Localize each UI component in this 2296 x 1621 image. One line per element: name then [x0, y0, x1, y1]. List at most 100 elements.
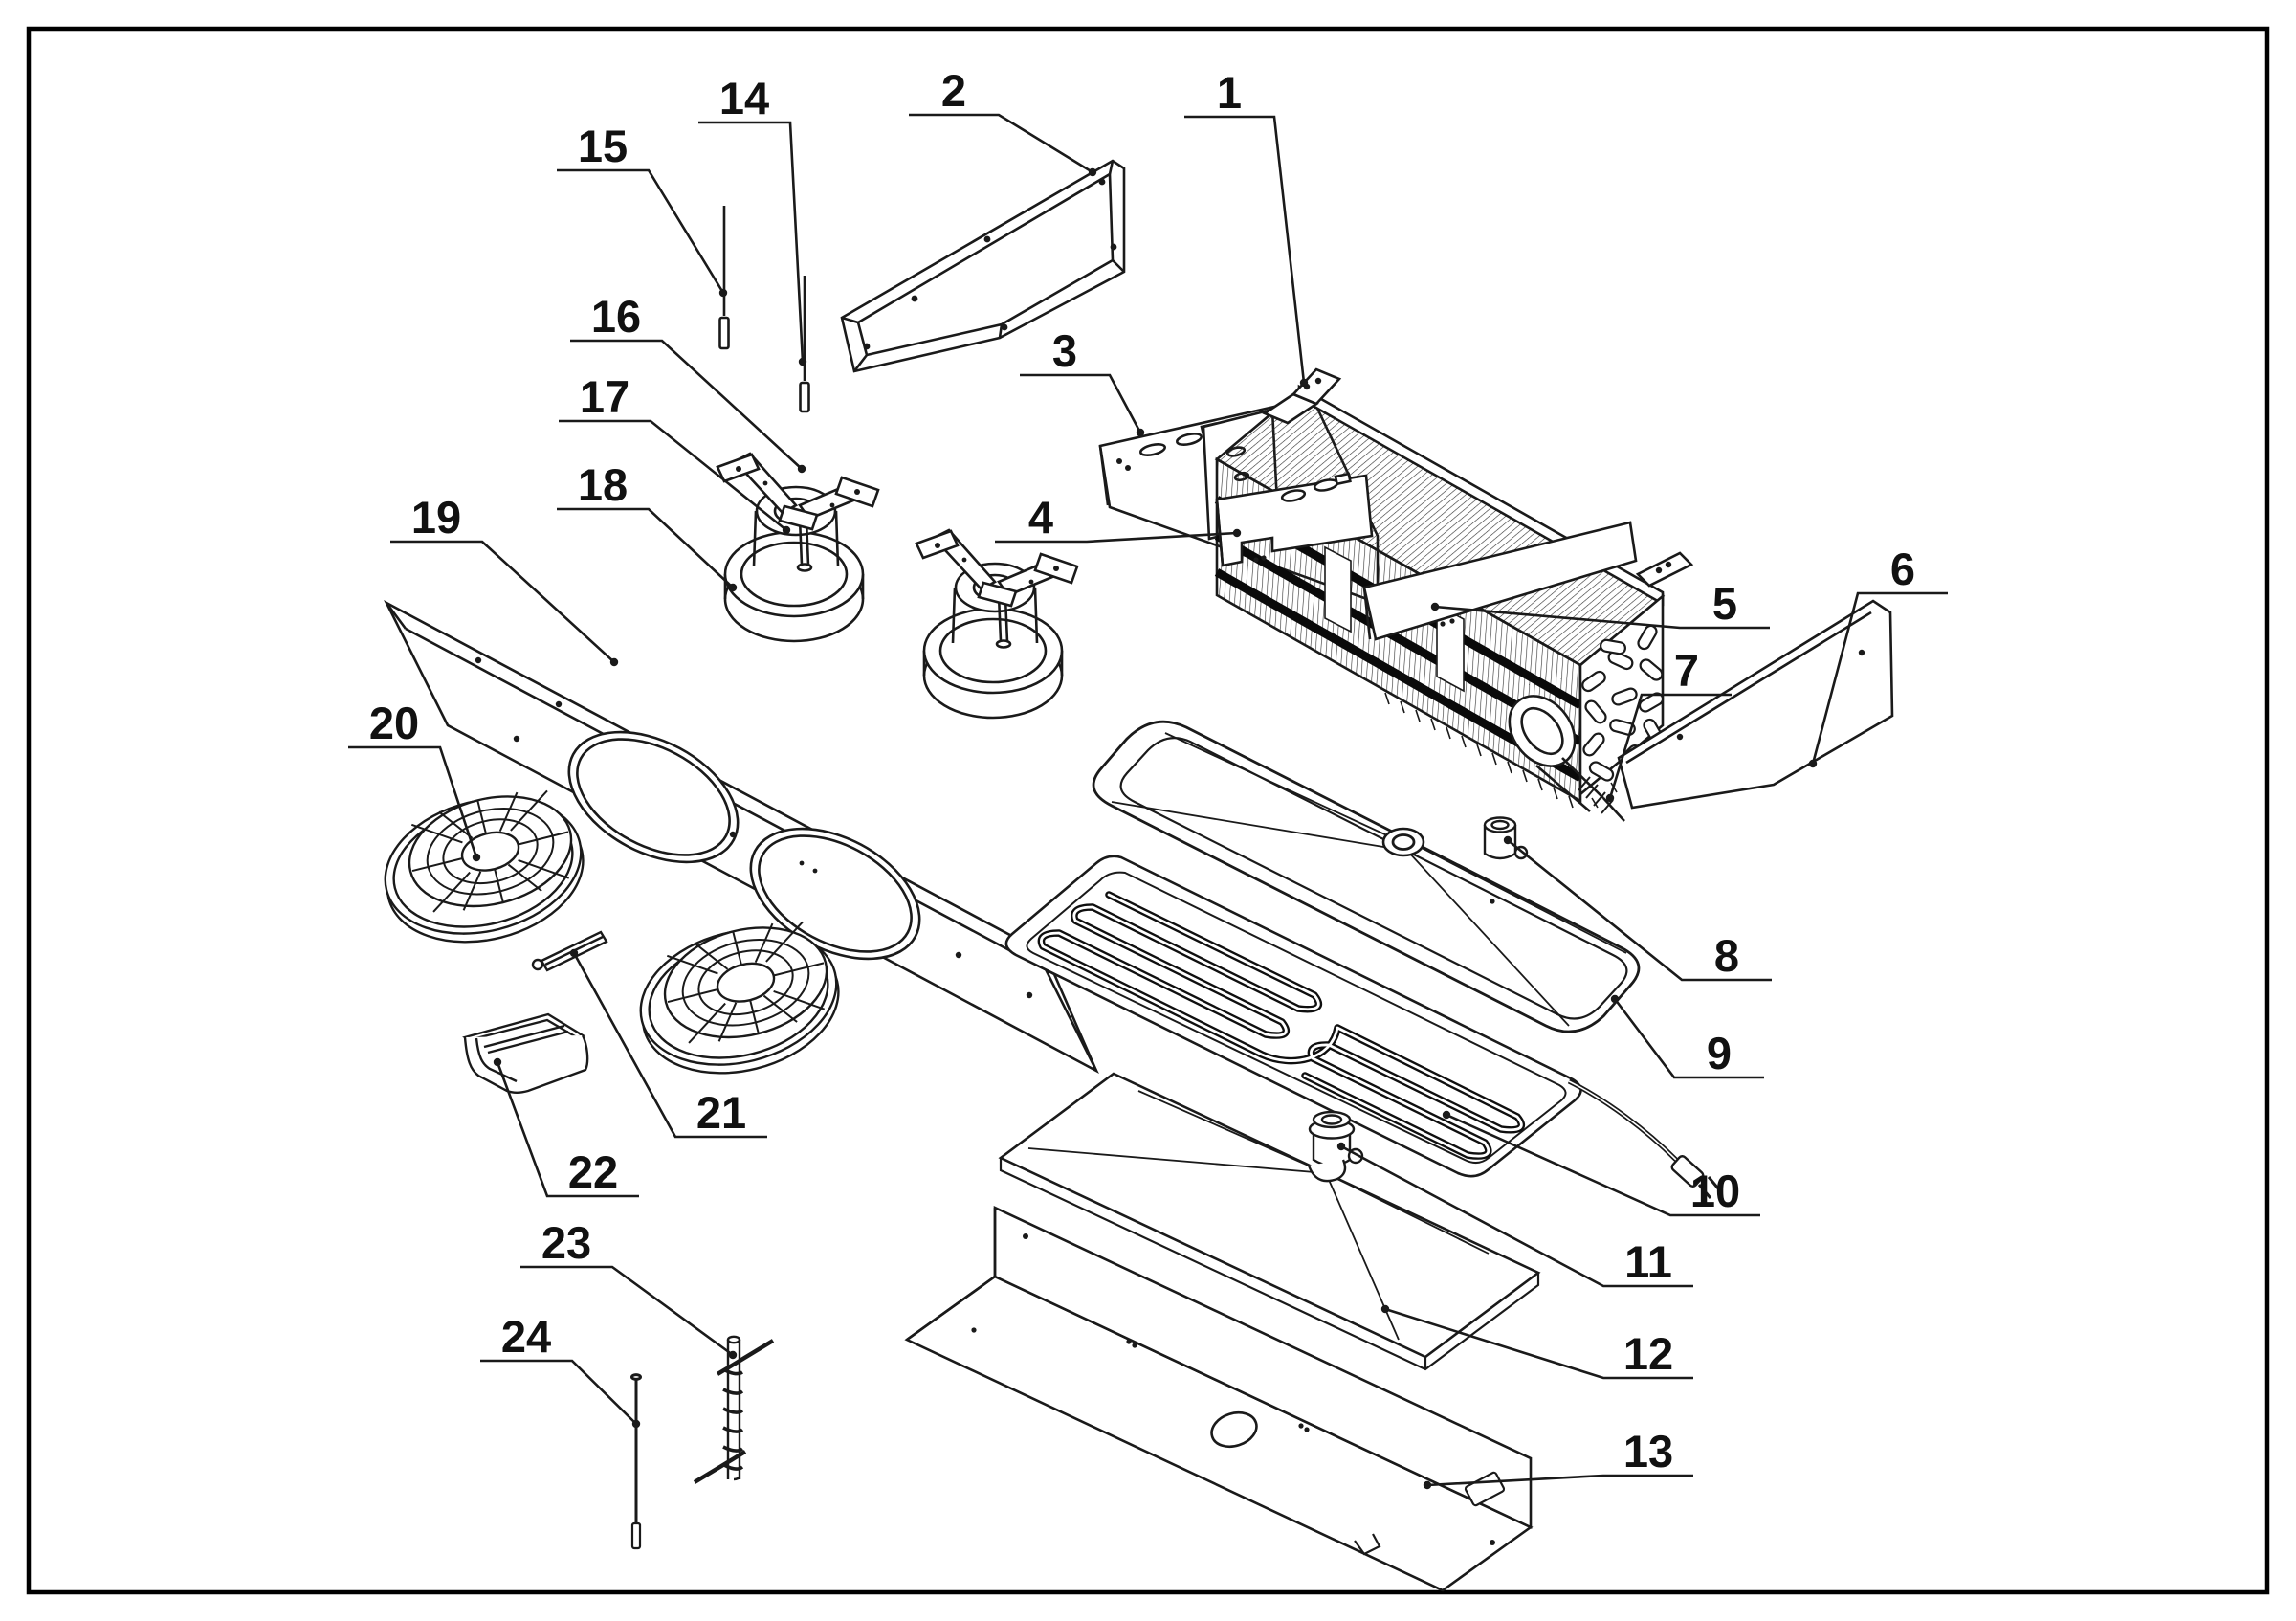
callout-dot: [1442, 1110, 1451, 1120]
callout-number: 21: [696, 1087, 746, 1138]
callout-leader: [520, 1265, 734, 1357]
part-19-louver-panel: [384, 599, 1099, 1075]
callout-dot: [631, 1419, 641, 1429]
callout-number: 16: [591, 291, 641, 342]
callout-leader: [1811, 591, 1948, 765]
callout-dot: [1232, 528, 1242, 538]
part-4-front-divider-panel: [1215, 472, 1374, 567]
callout-leader: [1020, 373, 1142, 433]
callout-number: 13: [1623, 1426, 1673, 1477]
callout-number: 8: [1714, 930, 1739, 981]
callout-number: 5: [1712, 578, 1737, 629]
callout-dot: [493, 1057, 502, 1067]
part-10-defrost-heater: [1004, 855, 1720, 1199]
callout-dot: [609, 657, 619, 667]
callout-3: 3: [1020, 325, 1145, 437]
callout-number: 18: [578, 459, 628, 510]
callout-leader: [496, 1061, 639, 1198]
callout-dot: [728, 583, 738, 592]
callout-24: 24: [480, 1311, 641, 1429]
callout-dot: [1423, 1480, 1432, 1490]
callout-leader: [698, 121, 805, 363]
callout-dot: [472, 853, 481, 862]
callout-leader: [1340, 1144, 1693, 1288]
callout-4: 4: [995, 492, 1242, 544]
callout-dot: [797, 464, 806, 474]
callout-18: 18: [557, 459, 738, 592]
callout-21: 21: [569, 948, 767, 1139]
callout-leader: [570, 339, 803, 470]
callout-leader: [572, 952, 767, 1139]
callout-leader: [390, 540, 615, 663]
callout-dot: [1610, 994, 1620, 1004]
part-8-drain-grommet: [1483, 816, 1529, 860]
callout-number: 6: [1890, 544, 1915, 594]
callout-leader: [559, 419, 787, 532]
callout-number: 22: [568, 1146, 618, 1197]
callout-number: 4: [1028, 492, 1053, 543]
callout-leader: [1608, 693, 1732, 799]
callout-dot: [728, 1350, 738, 1360]
callout-dot: [569, 948, 579, 958]
callout-8: 8: [1503, 835, 1772, 982]
callout-number: 15: [578, 121, 628, 171]
part-2-top-frame-panel: [840, 159, 1126, 373]
callout-number: 1: [1217, 67, 1242, 118]
callout-number: 23: [541, 1217, 591, 1268]
callout-dot: [1808, 759, 1818, 768]
callout-leader: [557, 507, 734, 588]
callout-dot: [1503, 835, 1512, 845]
callout-number: 19: [411, 492, 461, 543]
heater-power-cord: [1567, 1078, 1720, 1199]
callout-dot: [782, 525, 791, 535]
callout-20: 20: [348, 698, 481, 862]
callout-dot: [1088, 167, 1097, 177]
callout-number: 10: [1690, 1166, 1740, 1216]
callout-number: 24: [501, 1311, 551, 1362]
callout-19: 19: [390, 492, 619, 667]
callout-leader: [1507, 838, 1772, 982]
callout-leader: [1613, 998, 1764, 1079]
callout-15: 15: [557, 121, 728, 298]
callout-number: 14: [719, 73, 769, 123]
callout-leader: [348, 745, 478, 858]
callout-2: 2: [909, 65, 1097, 177]
callout-dot: [798, 357, 807, 366]
callout-12: 12: [1380, 1304, 1693, 1380]
callout-dot: [718, 288, 728, 298]
part-6-right-side-panel: [1617, 599, 1894, 810]
callout-leader: [480, 1359, 637, 1425]
callout-dot: [1380, 1304, 1390, 1314]
callout-number: 7: [1674, 645, 1699, 696]
callout-leader: [557, 168, 725, 294]
callout-23: 23: [520, 1217, 738, 1360]
part-24-capillary-rod: [630, 1373, 642, 1550]
callout-leader: [1426, 1474, 1693, 1487]
part-23-spiral-element: [693, 1335, 775, 1484]
callout-leader: [1446, 1113, 1760, 1217]
callout-number: 17: [580, 371, 629, 422]
callout-dot: [1136, 428, 1145, 437]
callout-1: 1: [1184, 67, 1309, 388]
part-15-sensor-rod: [718, 206, 730, 350]
callout-number: 3: [1052, 325, 1077, 376]
part-9-drain-pan: [1092, 720, 1641, 1033]
callout-5: 5: [1430, 578, 1770, 630]
callout-17: 17: [559, 371, 791, 535]
callout-10: 10: [1442, 1110, 1760, 1217]
callout-11: 11: [1336, 1142, 1693, 1288]
callout-dot: [1430, 602, 1440, 611]
callout-leader: [995, 531, 1238, 544]
callout-16: 16: [570, 291, 806, 474]
callout-dot: [1605, 793, 1615, 803]
part-11-drain-fitting: [1308, 1110, 1364, 1167]
callout-number: 20: [369, 698, 419, 748]
part-7-handle: [1508, 695, 1625, 822]
callout-dot: [1336, 1142, 1346, 1151]
callout-leader: [909, 113, 1093, 174]
callout-22: 22: [493, 1057, 639, 1198]
callout-number: 11: [1624, 1236, 1672, 1287]
callout-14: 14: [698, 73, 807, 366]
part-22-small-tray: [462, 1012, 589, 1095]
